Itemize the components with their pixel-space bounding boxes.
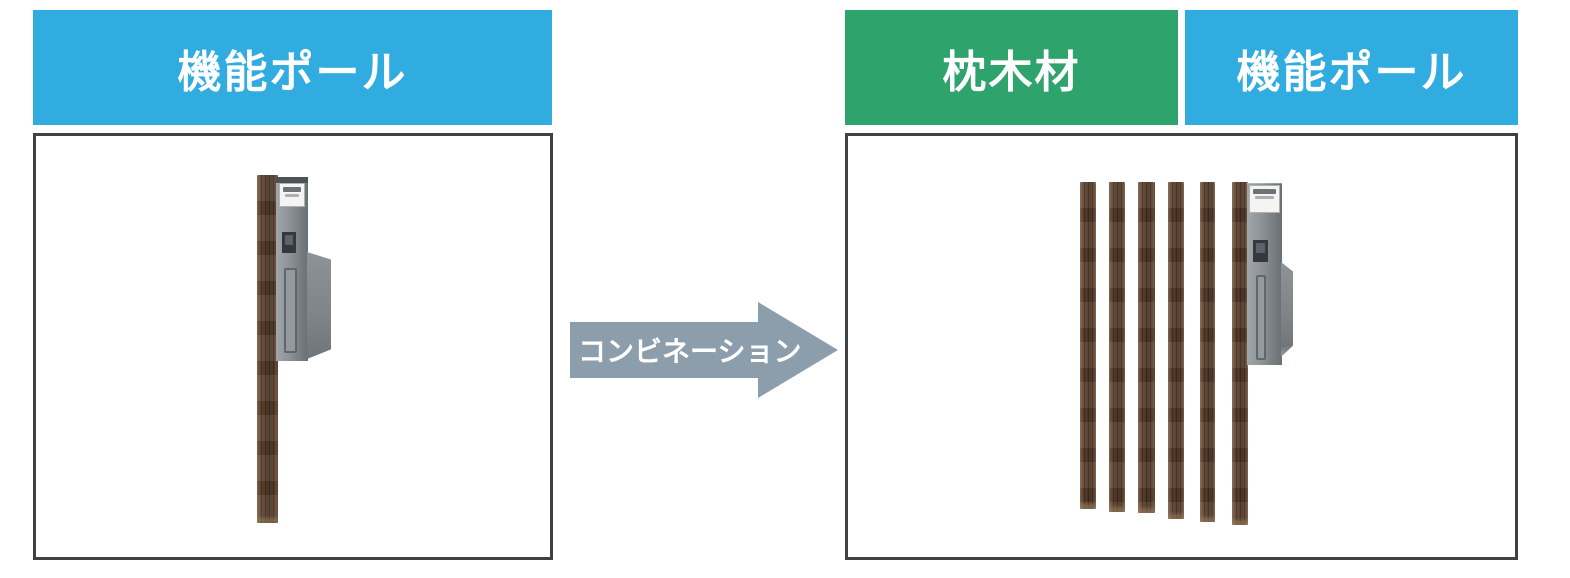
arrow-label: コンビネーション [578, 336, 802, 367]
sleeper-post-graphic [1232, 182, 1248, 525]
nameplate [1249, 185, 1280, 213]
combined-photo [848, 136, 1515, 557]
wood-pole-graphic [257, 175, 278, 523]
left-photo-frame [33, 133, 553, 560]
intercom-panel [282, 232, 296, 253]
left-panel-header-label: 機能ポール [177, 47, 408, 97]
right-arrow-icon [570, 302, 838, 398]
combination-arrow: コンビネーション [568, 300, 840, 400]
mailbox-side [1281, 262, 1293, 357]
function-unit-cap [276, 177, 308, 183]
sleeper-post-graphic [1138, 182, 1155, 513]
intercom-panel [1253, 240, 1268, 262]
nameplate [279, 183, 305, 207]
mailbox-side [307, 252, 331, 359]
sleeper-post-graphic [1080, 182, 1096, 509]
arrow-shape [570, 302, 838, 398]
right-photo-frame [845, 133, 1518, 560]
sleeper-post-graphic [1109, 182, 1125, 512]
sleeper-post-graphic [1200, 182, 1215, 522]
right-panel-header-sleeper: 枕木材 [845, 10, 1178, 125]
mail-slot [284, 268, 297, 353]
right-panel-header-pole-label: 機能ポール [1236, 47, 1467, 97]
right-panel-header-sleeper-label: 枕木材 [942, 47, 1081, 97]
right-panel-header-pole: 機能ポール [1185, 10, 1518, 125]
sleeper-post-graphic [1168, 182, 1184, 519]
mail-slot [1256, 275, 1266, 360]
left-panel-header: 機能ポール [33, 10, 552, 125]
single-pole-photo [36, 136, 550, 557]
